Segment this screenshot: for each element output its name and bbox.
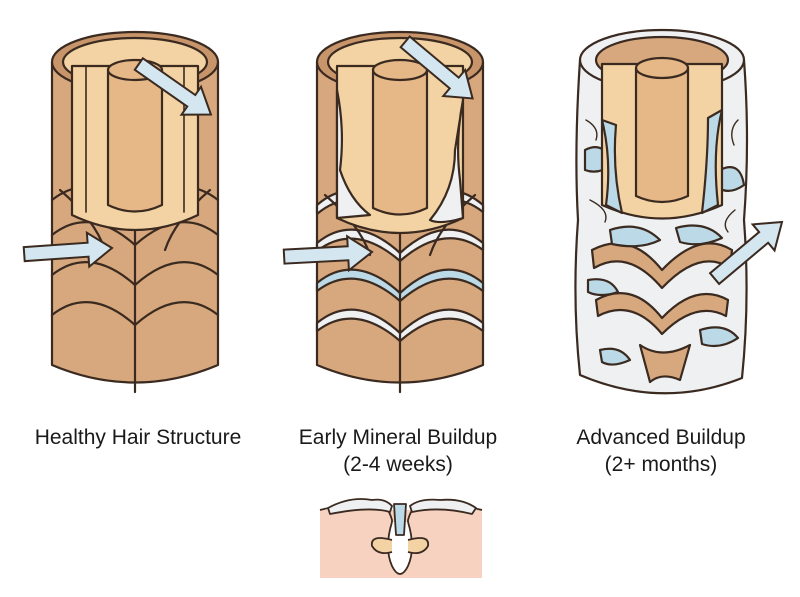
stage-subtitle: (2+ months) (604, 453, 718, 476)
healthy-hair-strand (50, 30, 220, 394)
stage-caption-advanced: Advanced Buildup (2+ months) (531, 424, 791, 478)
stage-title: Healthy Hair Structure (34, 426, 242, 449)
stage-caption-healthy: Healthy Hair Structure (8, 424, 268, 451)
stage-caption-early: Early Mineral Buildup (2-4 weeks) (268, 424, 528, 478)
hair-follicle-icon (319, 498, 483, 578)
stage-title: Early Mineral Buildup (298, 426, 498, 449)
advanced-buildup-hair-strand (574, 28, 749, 395)
stage-subtitle: (2-4 weeks) (343, 453, 453, 476)
stage-title: Advanced Buildup (576, 426, 746, 449)
